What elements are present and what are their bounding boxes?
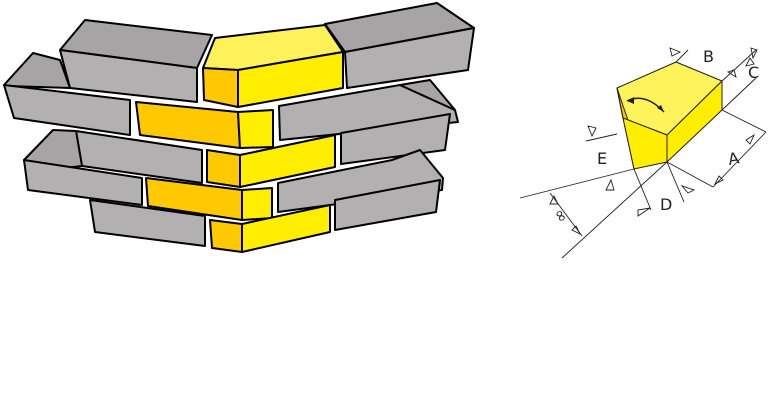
brick-dimension-diagram: B C A D E ∞ [519,47,767,259]
grey-brick [3,52,131,136]
dimension-label-E: E [597,149,607,168]
dimension-label-A: A [727,148,741,169]
grey-brick [59,19,213,103]
yellow-corner-brick [206,134,336,188]
yellow-corner-brick [135,101,274,149]
yellow-corner-brick [202,24,344,108]
grey-brick [324,2,475,89]
grey-brick [340,113,451,165]
dimension-label-D: D [660,195,672,214]
dimension-arrows [549,47,758,236]
dimension-label-angle: ∞ [550,205,573,226]
grey-brick [334,179,441,231]
dimension-lines [519,49,767,259]
corner-brick-wall-illustration [3,2,475,253]
dimension-label-C: C [748,63,759,82]
dimension-label-B: B [703,47,714,66]
grey-brick [23,129,143,206]
yellow-corner-brick [209,204,331,253]
grey-brick [89,199,206,247]
dimensioned-corner-brick [616,61,723,170]
grey-brick [277,149,444,213]
